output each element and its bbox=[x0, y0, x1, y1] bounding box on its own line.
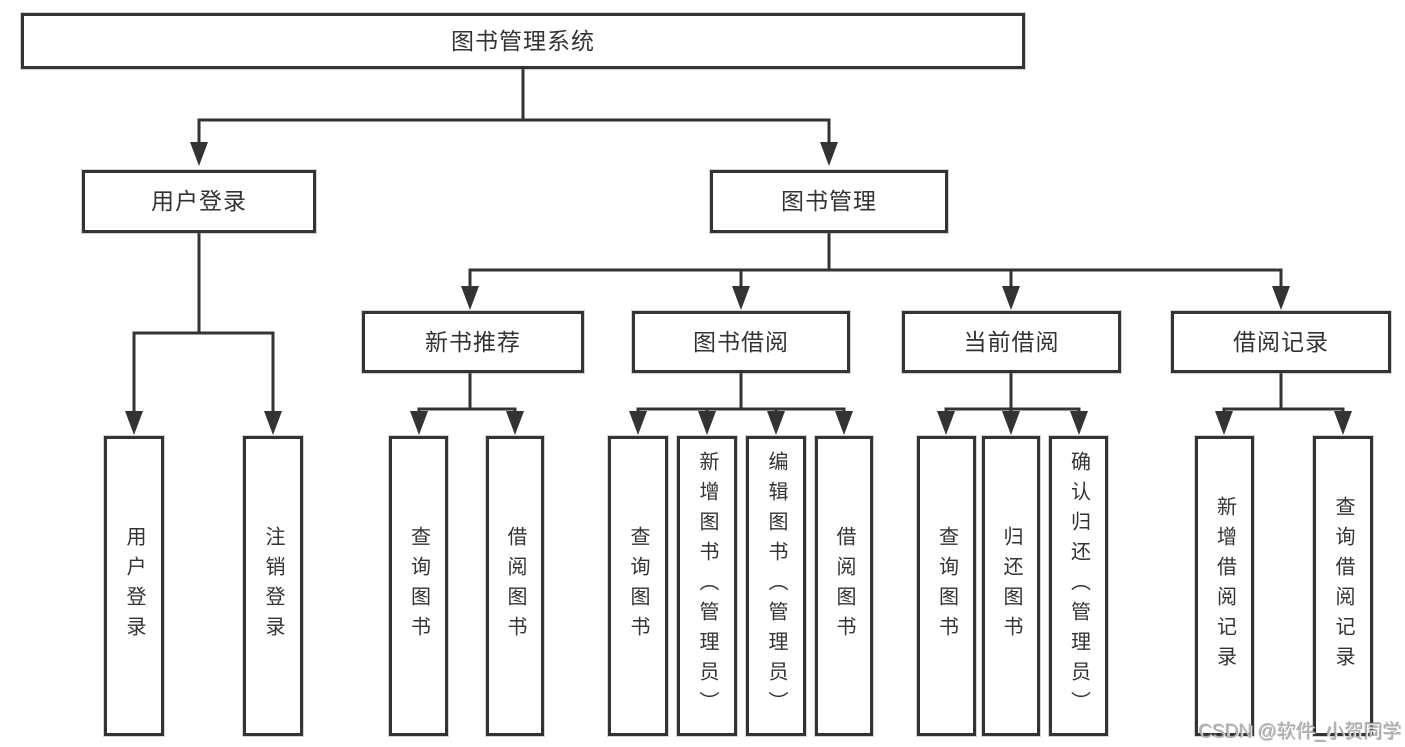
node-label: 编辑图书（管理员） bbox=[765, 451, 787, 721]
leaf-borrow-books-borrowing: 借阅图书 bbox=[815, 436, 873, 736]
csdn-watermark: CSDN @软件_小贺同学 bbox=[1199, 722, 1402, 743]
node-label: 查询图书 bbox=[407, 526, 430, 646]
node-label: 借阅图书 bbox=[833, 526, 855, 646]
leaf-borrow-books-recommend: 借阅图书 bbox=[486, 436, 544, 736]
node-label: 图书借阅 bbox=[693, 328, 789, 355]
arrow-down-icons bbox=[125, 142, 1352, 435]
node-book-management: 图书管理 bbox=[710, 170, 948, 233]
node-label: 图书管理 bbox=[781, 188, 877, 214]
node-label: 归还图书 bbox=[1000, 526, 1022, 646]
node-label: 查询图书 bbox=[627, 526, 649, 646]
node-label: 新增图书（管理员） bbox=[696, 451, 718, 721]
leaf-edit-books-admin: 编辑图书（管理员） bbox=[746, 436, 806, 736]
node-book-borrowing: 图书借阅 bbox=[632, 311, 850, 373]
leaf-add-borrow-record: 新增借阅记录 bbox=[1195, 436, 1254, 736]
leaf-query-books-borrowing: 查询图书 bbox=[608, 436, 668, 736]
node-current-borrowing: 当前借阅 bbox=[902, 311, 1121, 373]
leaf-query-books-recommend: 查询图书 bbox=[389, 436, 448, 736]
node-user-login-module: 用户登录 bbox=[82, 170, 316, 233]
node-label: 确认归还（管理员） bbox=[1067, 451, 1090, 721]
node-label: 借阅记录 bbox=[1233, 328, 1329, 355]
leaf-query-borrow-record: 查询借阅记录 bbox=[1313, 436, 1373, 736]
node-label: 当前借阅 bbox=[963, 328, 1060, 355]
leaf-confirm-return-admin: 确认归还（管理员） bbox=[1049, 436, 1108, 736]
node-label: 注销登录 bbox=[262, 526, 284, 646]
leaf-return-books: 归还图书 bbox=[982, 436, 1040, 736]
leaf-add-books-admin: 新增图书（管理员） bbox=[677, 436, 737, 736]
node-label: 图书管理系统 bbox=[451, 27, 595, 54]
leaf-user-login: 用户登录 bbox=[104, 436, 164, 736]
leaf-query-books-current: 查询图书 bbox=[917, 436, 976, 736]
node-label: 查询图书 bbox=[935, 526, 958, 646]
node-label: 用户登录 bbox=[151, 188, 247, 214]
node-borrowing-records: 借阅记录 bbox=[1171, 311, 1391, 373]
leaf-logout: 注销登录 bbox=[243, 436, 303, 736]
node-label: 用户登录 bbox=[123, 526, 145, 646]
node-label: 借阅图书 bbox=[504, 526, 526, 646]
node-library-management-system: 图书管理系统 bbox=[21, 13, 1025, 69]
node-new-book-recommendation: 新书推荐 bbox=[362, 311, 584, 373]
node-label: 新增借阅记录 bbox=[1213, 496, 1236, 676]
node-label: 新书推荐 bbox=[425, 328, 521, 355]
node-label: 查询借阅记录 bbox=[1332, 496, 1354, 676]
